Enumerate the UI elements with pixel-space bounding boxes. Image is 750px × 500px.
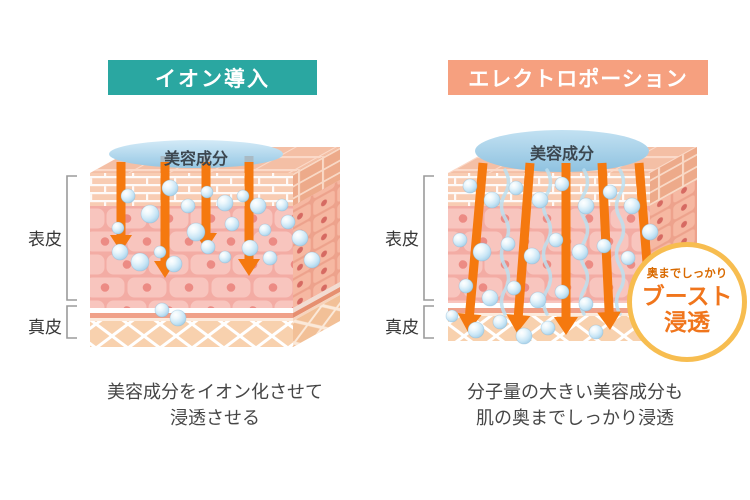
skin-cross-section-left — [66, 140, 340, 347]
right-method-header: エレクトロポーション — [448, 60, 708, 95]
right-caption-line1: 分子量の大きい美容成分も — [467, 382, 683, 402]
right-dermis-label: 真皮 — [385, 318, 419, 337]
right-caption-line2: 肌の奥までしっかり浸透 — [476, 408, 674, 428]
left-serum-label: 美容成分 — [163, 151, 228, 168]
serum-drop-left — [109, 140, 283, 168]
right-caption: 分子量の大きい美容成分も 肌の奥までしっかり浸透 — [418, 379, 732, 431]
left-method-header: イオン導入 — [108, 60, 317, 95]
badge-main-line1: ブースト — [641, 283, 733, 310]
ingredient-bubbles-left — [111, 179, 321, 327]
left-caption-line1: 美容成分をイオン化させて — [107, 382, 323, 402]
badge-main-line2: 浸透 — [664, 308, 710, 335]
left-caption: 美容成分をイオン化させて 浸透させる — [58, 379, 372, 431]
right-method-title: エレクトロポーション — [468, 67, 688, 91]
right-serum-label: 美容成分 — [529, 146, 594, 163]
serum-drop-right — [475, 130, 649, 172]
ingredient-bubbles-right — [445, 176, 659, 345]
left-dermis-label: 真皮 — [28, 318, 62, 337]
left-method-title: イオン導入 — [155, 67, 270, 91]
layer-brackets-right — [423, 175, 434, 339]
layer-brackets-left — [66, 175, 77, 339]
badge-subtext: 奥までしっかり — [646, 268, 728, 281]
boost-penetration-badge: 奥までしっかり ブースト 浸透 — [627, 242, 747, 362]
left-epidermis-label: 表皮 — [28, 230, 62, 249]
penetration-arrows-left — [110, 162, 260, 278]
right-epidermis-label: 表皮 — [385, 230, 419, 249]
arrow-caps-left — [160, 156, 254, 165]
left-caption-line2: 浸透させる — [170, 408, 260, 428]
